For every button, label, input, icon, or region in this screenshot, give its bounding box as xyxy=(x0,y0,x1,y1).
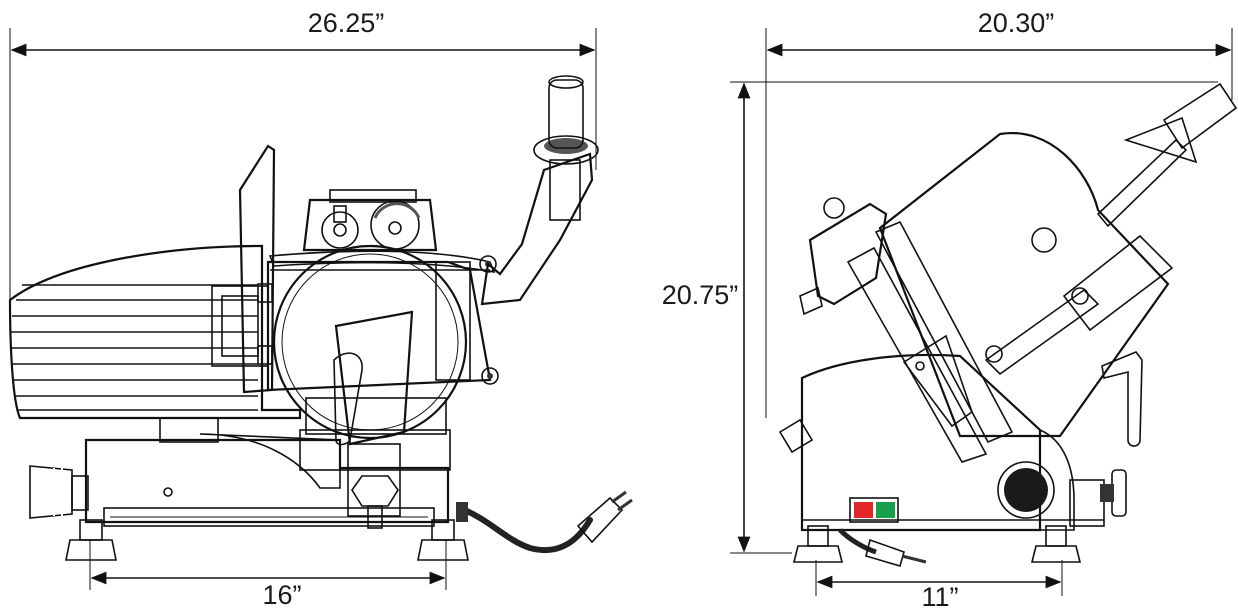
stop-button xyxy=(854,502,873,518)
product-guard xyxy=(211,144,276,394)
slot-handle xyxy=(984,288,1100,376)
adjust-knob xyxy=(997,461,1055,519)
front-view: 20.30” 20.75” 11” xyxy=(662,8,1238,610)
pusher-arm xyxy=(268,152,594,385)
blade-disc xyxy=(272,244,468,440)
foot-right xyxy=(417,519,469,561)
front-column xyxy=(333,310,414,529)
gauge-plate xyxy=(846,246,988,463)
support-bracket xyxy=(199,433,341,489)
height-dimension-label: 20.75” xyxy=(662,280,739,310)
width-dimension-label: 26.25” xyxy=(308,8,385,38)
slicing-handle xyxy=(1096,82,1238,228)
base-dimension-label: 16” xyxy=(262,580,301,610)
rear-lever xyxy=(1101,351,1143,447)
base-dimension-label: 11” xyxy=(921,582,958,610)
end-knob xyxy=(29,465,89,519)
side-view: 26.25” 16” xyxy=(8,8,633,610)
sharpener xyxy=(302,189,438,252)
power-switch xyxy=(849,497,899,523)
power-cord xyxy=(456,490,633,553)
arm-knob xyxy=(799,286,823,316)
carriage-arm xyxy=(778,197,973,454)
foot-right xyxy=(1030,525,1082,563)
tray-knob xyxy=(778,418,814,454)
top-knob xyxy=(823,197,845,219)
start-button xyxy=(876,502,895,518)
star-knob xyxy=(351,475,399,507)
foot-left xyxy=(65,519,117,561)
base-body xyxy=(800,353,1127,532)
power-cord xyxy=(838,528,927,567)
angled-housing xyxy=(878,131,1174,438)
grip-handle xyxy=(533,75,599,165)
width-dimension-label: 20.30” xyxy=(978,8,1055,38)
carriage-tray xyxy=(266,260,492,392)
blade-edge xyxy=(874,220,1014,444)
ribbed-carriage xyxy=(8,244,302,443)
lever-handle xyxy=(333,352,363,446)
foot-left xyxy=(792,525,844,563)
